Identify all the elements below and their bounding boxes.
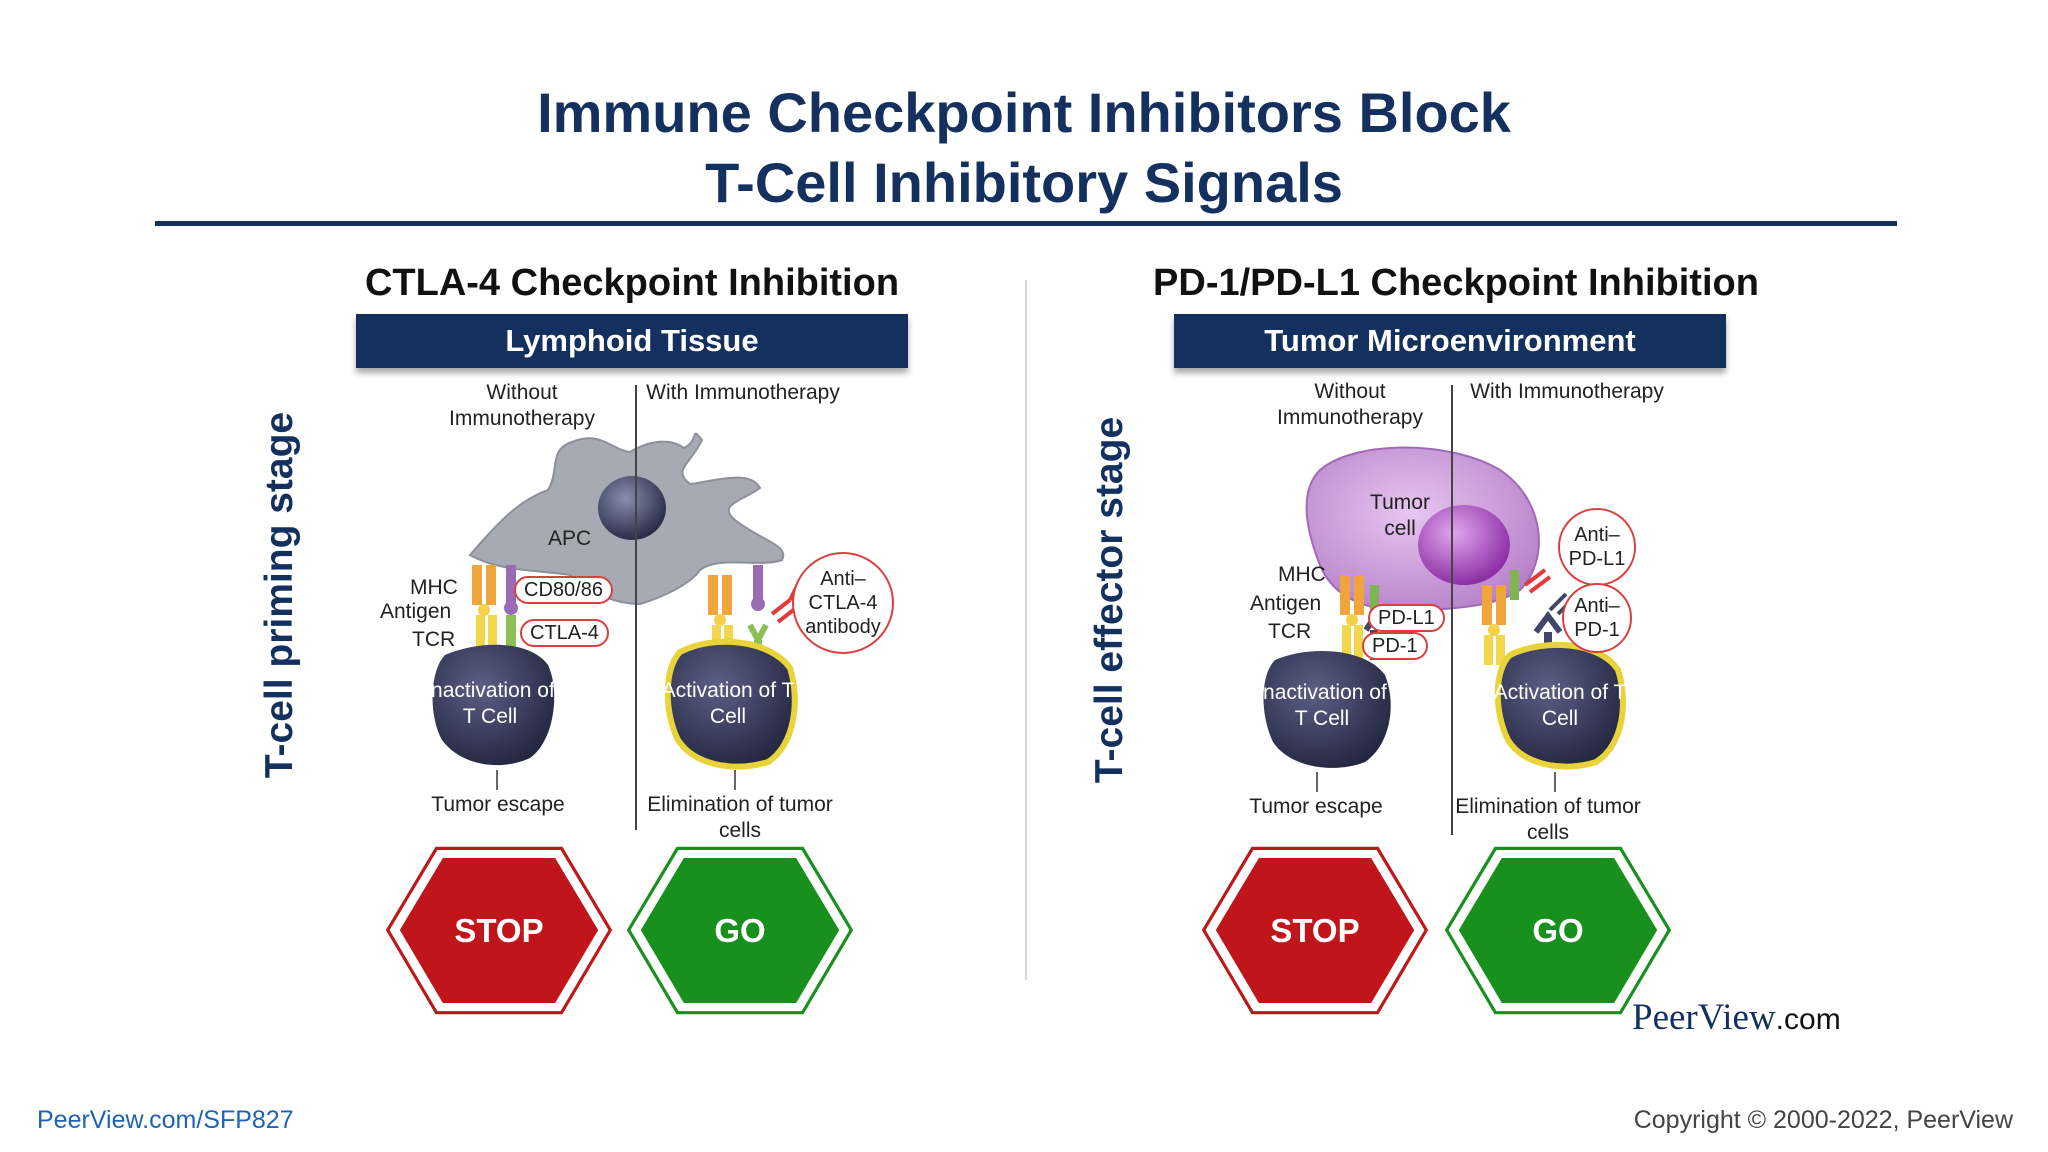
tcr-receptor — [476, 615, 485, 650]
tumor-microenvironment-banner: Tumor Microenvironment — [1174, 314, 1726, 368]
logo-main-text: PeerView — [1632, 997, 1776, 1038]
stop-text-right: STOP — [1270, 912, 1360, 949]
left-panel-divider — [635, 385, 637, 830]
pd1-callout: PD-1 — [1362, 632, 1428, 660]
left-mhc-label: MHC — [410, 576, 458, 599]
effector-stage-label: T-cell effector stage — [1088, 416, 1131, 784]
right-panel-divider — [1451, 385, 1453, 835]
peerview-logo: PeerView.com — [1632, 996, 1841, 1039]
slide-title: Immune Checkpoint Inhibitors Block T-Cel… — [0, 78, 2048, 218]
left-outcome-without: Tumor escape — [431, 793, 565, 816]
right-col-with: With Immunotherapy — [1470, 380, 1664, 403]
footer-copyright: Copyright © 2000-2022, PeerView — [1633, 1106, 2013, 1134]
stop-text-left: STOP — [454, 912, 544, 949]
lymphoid-tissue-banner: Lymphoid Tissue — [356, 314, 908, 368]
stop-sign-left-label-box: STOP — [394, 848, 604, 1013]
right-outcome-without: Tumor escape — [1249, 795, 1383, 818]
ctla4-callout: CTLA-4 — [520, 619, 609, 647]
logo-suffix-text: .com — [1775, 1003, 1841, 1036]
cd80-receptor — [506, 565, 516, 605]
mhc-receptor — [472, 565, 482, 605]
stop-sign-right-label-box: STOP — [1210, 848, 1420, 1013]
pd1-section-title: PD-1/PD-L1 Checkpoint Inhibition — [1153, 262, 1759, 304]
stop-sign-left — [388, 848, 610, 1013]
title-line-2: T-Cell Inhibitory Signals — [705, 151, 1343, 214]
cd80-86-callout: CD80/86 — [514, 576, 613, 604]
t-cell-inactive-right — [1263, 651, 1391, 768]
anti-ctla4-antibody-shape — [770, 579, 808, 624]
anti-ctla4-antibody-callout: Anti– CTLA-4 antibody — [792, 552, 894, 654]
right-outcome-with: Elimination of tumor cells — [1455, 795, 1641, 844]
ctla4-section-title: CTLA-4 Checkpoint Inhibition — [364, 262, 900, 304]
right-col-without: Without Immunotherapy — [1277, 380, 1423, 429]
left-col-without: Without Immunotherapy — [449, 381, 595, 430]
left-activation-label: Activation of T Cell — [661, 679, 795, 728]
pdl1-callout: PD-L1 — [1368, 604, 1445, 632]
go-text-left: GO — [714, 912, 766, 949]
left-antigen-label: Antigen — [380, 600, 452, 623]
apc-label: APC — [548, 527, 592, 550]
title-underline — [155, 221, 1897, 226]
go-sign-right-label-box: GO — [1453, 848, 1663, 1013]
left-inactivation-label: Inactivation of T Cell — [425, 679, 555, 728]
footer-url-link[interactable]: PeerView.com/SFP827 — [37, 1106, 294, 1134]
t-cell-active-left — [664, 638, 798, 770]
tumor-cell-label: Tumor cell — [1370, 491, 1430, 540]
right-tcr-label: TCR — [1268, 620, 1312, 643]
left-tcr-label: TCR — [412, 628, 456, 651]
center-divider — [1025, 280, 1027, 980]
go-sign-right — [1447, 848, 1669, 1013]
anti-pd1-callout: Anti– PD-1 — [1562, 583, 1632, 653]
left-outcome-with: Elimination of tumor cells — [647, 793, 833, 842]
go-text-right: GO — [1532, 912, 1584, 949]
right-inactivation-label: Inactivation of T Cell — [1257, 681, 1387, 730]
priming-stage-label: T-cell priming stage — [258, 411, 301, 779]
title-line-1: Immune Checkpoint Inhibitors Block — [537, 81, 1511, 144]
ctla4-receptor — [506, 615, 516, 653]
tumor-nucleus — [1418, 505, 1510, 585]
go-sign-left-label-box: GO — [635, 848, 845, 1013]
right-activation-label: Activation of T Cell — [1493, 681, 1627, 730]
apc-nucleus — [598, 476, 666, 540]
t-cell-inactive-left — [432, 644, 555, 766]
go-sign-left — [629, 848, 851, 1013]
right-mhc-label: MHC — [1278, 563, 1326, 586]
right-antigen-label: Antigen — [1250, 592, 1322, 615]
anti-pdl1-callout: Anti– PD-L1 — [1558, 508, 1636, 586]
pdl1-receptor — [1370, 585, 1379, 615]
stop-sign-right — [1204, 848, 1426, 1013]
left-col-with: With Immunotherapy — [646, 381, 840, 404]
